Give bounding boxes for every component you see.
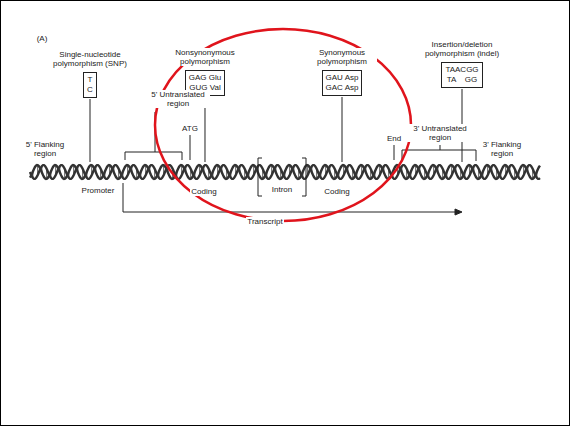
polymorphism-heading: Single-nucleotide polymorphism (SNP) [51,50,129,68]
leader-lines [123,112,476,215]
sequence-text: T [87,75,93,85]
arrow-head [455,209,462,215]
region-label: Promoter [81,186,116,195]
region-label: 3' Flanking region [478,140,526,158]
sequence-text: C [87,85,93,95]
utr-bracket [402,150,476,161]
leader-line [190,135,191,160]
leader-line [394,145,395,160]
region-label: 3' Untranslated region [403,124,477,142]
sequence-box: GAU AspGAC Asp [322,70,363,96]
polymorphism-heading: Nonsynonymous polymorphism [166,48,244,66]
helix-strand [30,165,540,179]
region-label: ATG [181,124,199,133]
polymorphism-box: Synonymous polymorphismGAU AspGAC Asp [307,48,377,96]
sequence-text: GAG Glu [189,73,221,83]
highlight-ellipse [155,29,411,221]
sequence-box: TC [83,72,97,98]
region-label: Coding [190,187,217,196]
leader-line [440,145,441,150]
intron-bracket [302,158,306,196]
region-label: 5' Untranslated region [146,90,210,108]
region-label: 5' Flanking region [21,140,69,158]
intron-bracket [258,158,262,196]
region-label: Transcript [246,217,283,226]
region-label: (A) [36,34,49,43]
sequence-text: TAACGG [445,65,478,75]
pointer-line [90,99,91,162]
sequence-text: GAU Asp [326,73,359,83]
polymorphism-box: Nonsynonymous polymorphismGAG GluGUG Val [166,48,244,96]
polymorphism-box: Single-nucleotide polymorphism (SNP) TC [51,50,129,98]
sequence-text: TA GG [445,75,478,85]
utr-bracket [125,152,182,160]
dna-helix [30,165,540,179]
region-label: Intron [271,185,293,194]
region-label: Coding [323,187,350,196]
sequence-text: GAC Asp [326,83,359,93]
pointer-line [342,97,343,162]
polymorphism-heading: Synonymous polymorphism [307,48,377,66]
region-label: End [386,134,402,143]
polymorphism-heading: Insertion/deletion polymorphism (indel) [419,40,505,58]
transcript-arrow [123,183,455,212]
polymorphism-box: Insertion/deletion polymorphism (indel) T… [419,40,505,88]
sequence-box: TAACGGTA GG [441,62,482,88]
helix-strand [30,165,540,179]
